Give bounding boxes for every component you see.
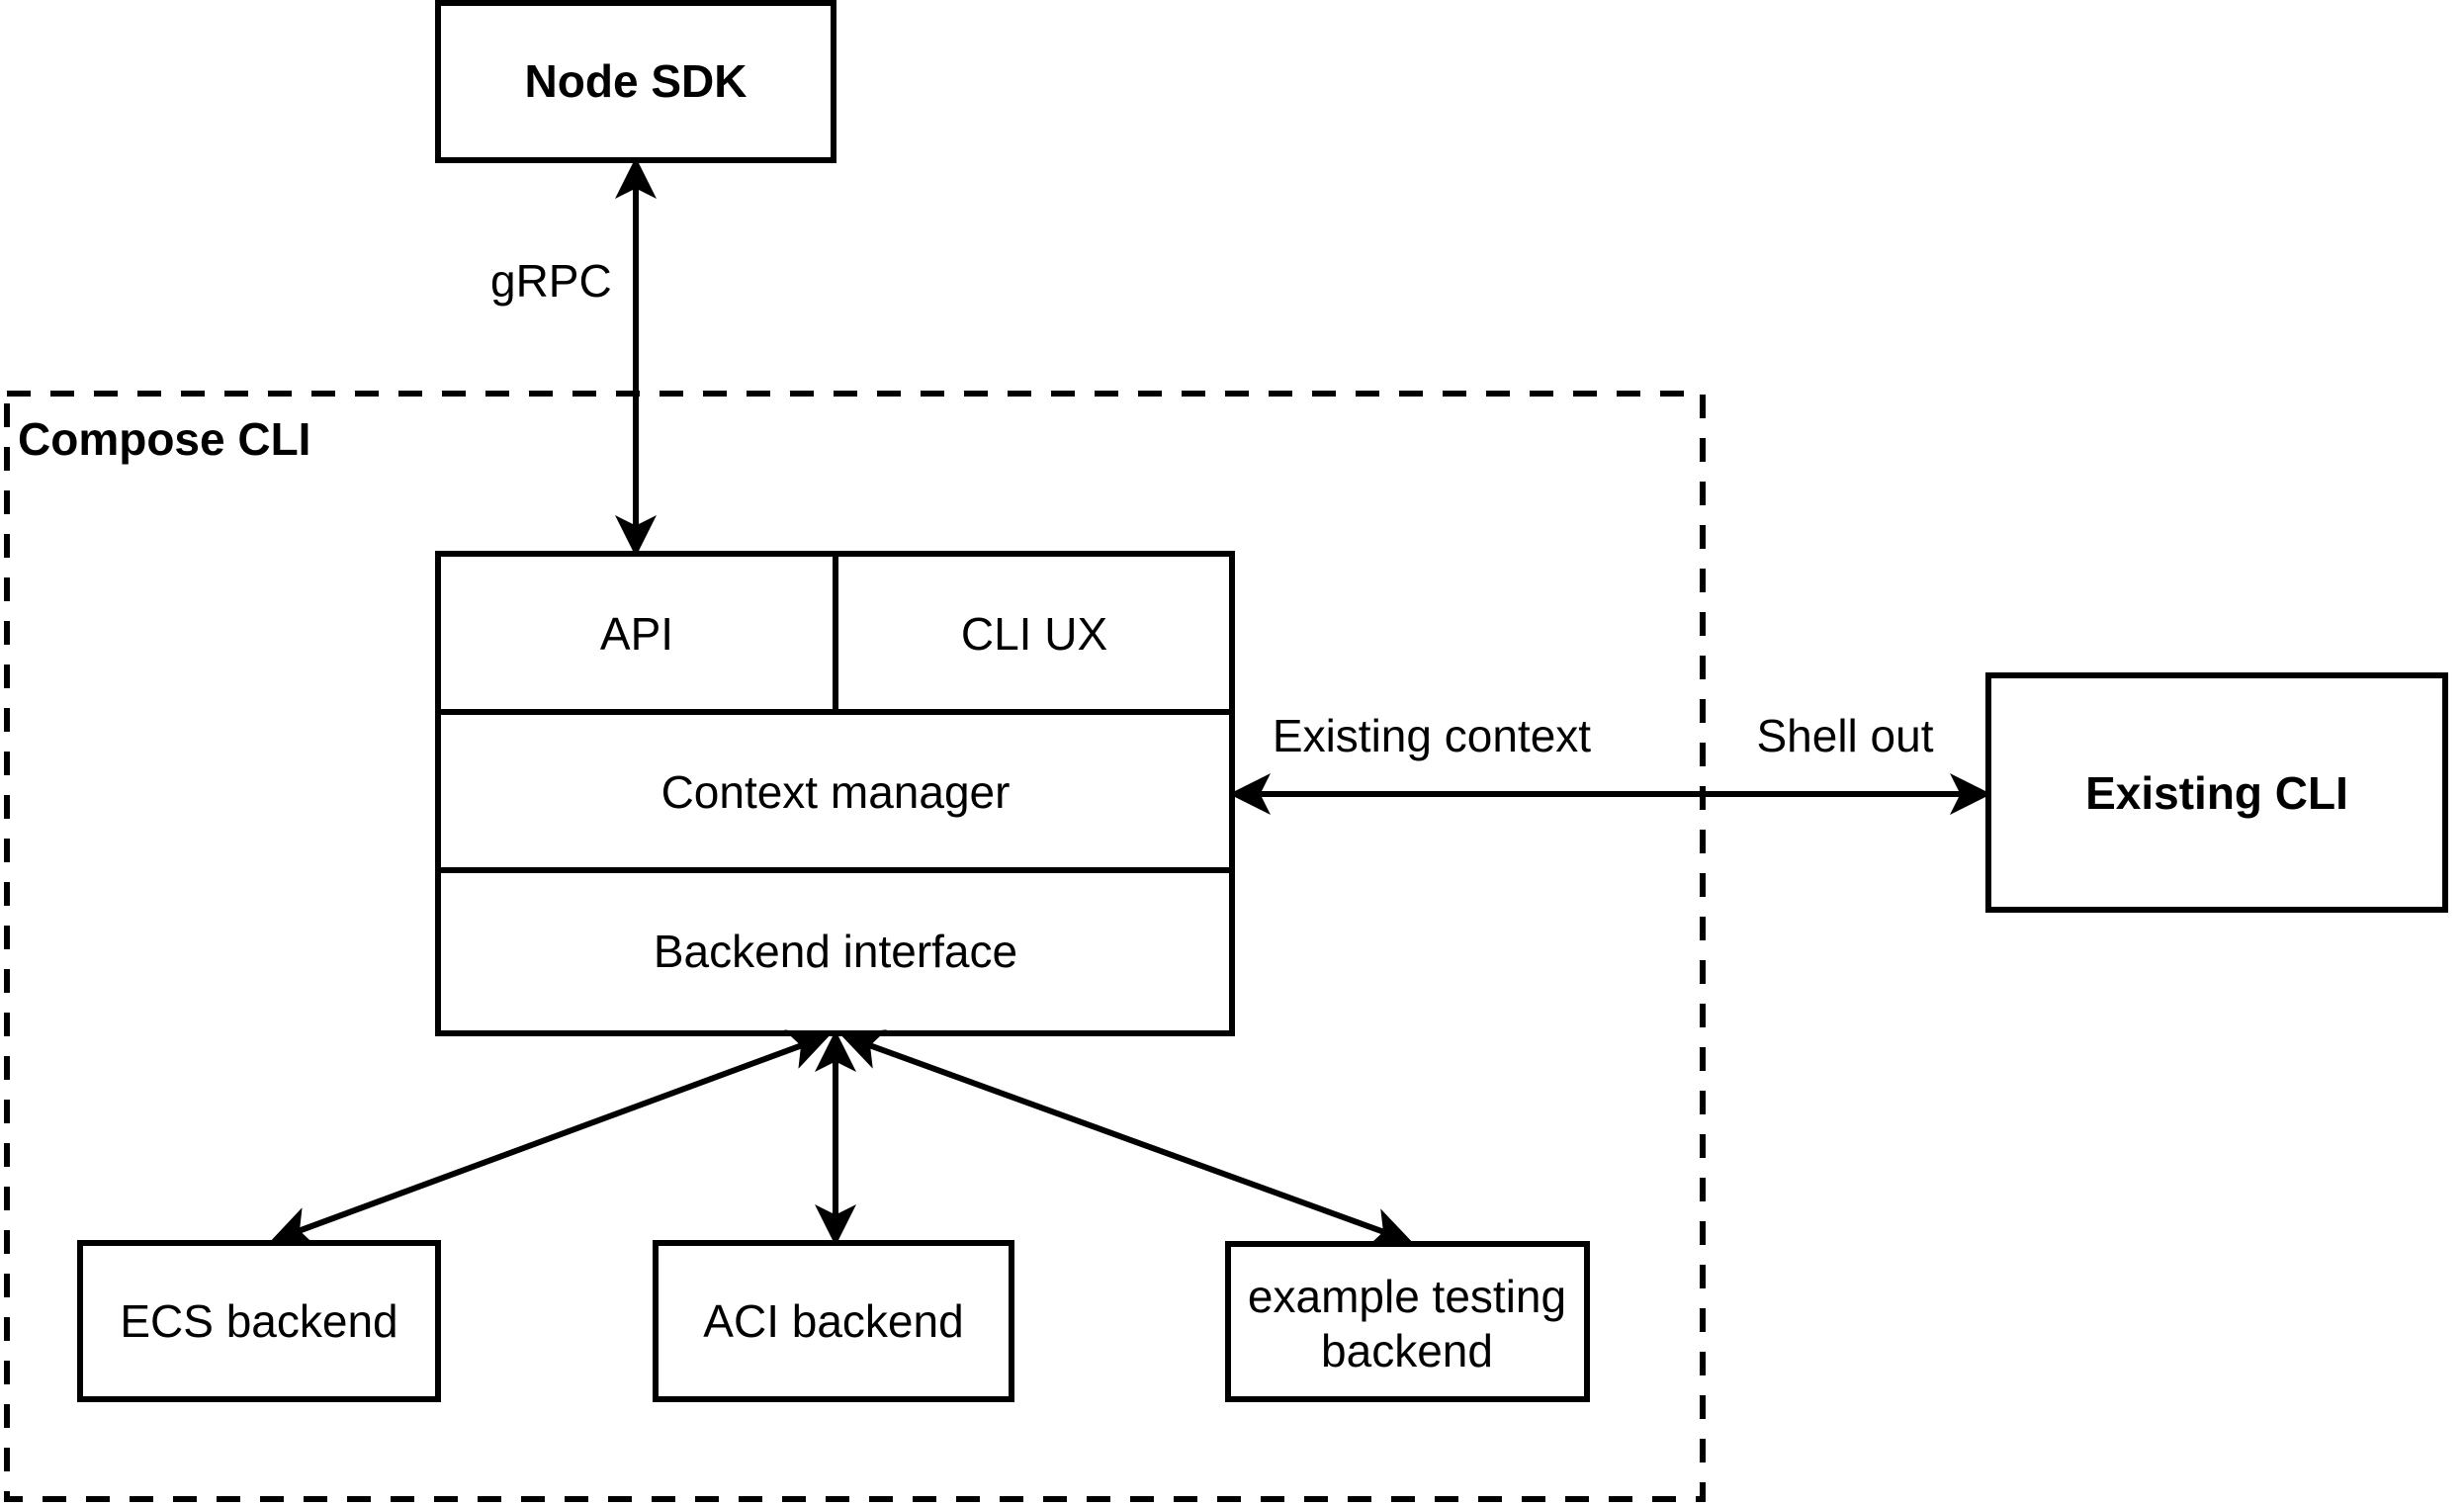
shell-out-label: Shell out: [1756, 710, 1933, 761]
backend-interface-label: Backend interface: [654, 926, 1017, 977]
node-sdk-label: Node SDK: [525, 55, 748, 107]
context-manager-label: Context manager: [661, 766, 1011, 818]
example-testing-backend-label-line1: example testing: [1248, 1271, 1566, 1322]
compose-cli-group-label: Compose CLI: [18, 413, 310, 465]
node-sdk-box: [435, 0, 836, 163]
example-testing-backend-label-line2: backend: [1321, 1325, 1493, 1376]
aci-backend-box: [653, 1240, 1014, 1402]
cli-ux-label: CLI UX: [961, 608, 1107, 660]
backend-to-example-connector: [840, 1029, 1413, 1248]
ecs-backend-box: [77, 1240, 441, 1402]
ecs-backend-label: ECS backend: [120, 1295, 397, 1347]
compose-cli-group: [4, 391, 1706, 1502]
aci-backend-label: ACI backend: [703, 1295, 963, 1347]
existing-cli-box: [1985, 672, 2448, 913]
existing-cli-label: Existing CLI: [2085, 767, 2348, 819]
example-testing-backend-box: [1225, 1241, 1590, 1402]
existing-context-label: Existing context: [1273, 710, 1591, 761]
backend-to-ecs-connector: [270, 1029, 831, 1247]
api-label: API: [600, 608, 673, 660]
grpc-label: gRPC: [490, 255, 612, 307]
